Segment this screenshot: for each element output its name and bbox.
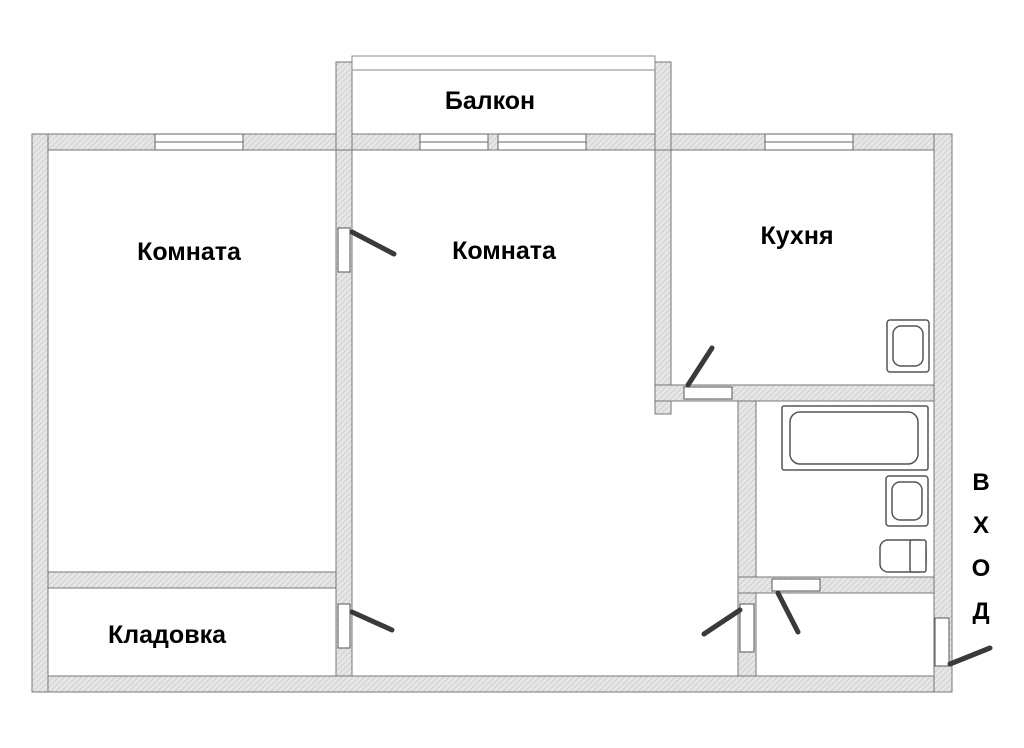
door-leaf-hall [701,607,743,637]
outer-wall-bottom [31,675,953,693]
door-leaf-storage [349,609,395,633]
door-frame-storage [337,603,351,649]
bathtub [781,405,929,471]
window-balcony-door [419,133,489,151]
room-center-label: Комната [452,237,557,265]
walls [31,61,953,693]
entrance-label: В Х О Д [972,469,991,625]
door-leaf-bathroom [775,590,801,635]
door-frame-entrance [934,617,950,667]
door-frame-hall [739,603,755,653]
wall-storage-top [47,571,337,589]
door-leaf-left-room [349,229,397,257]
doors [337,227,950,667]
entrance-letter: В [972,469,989,496]
kitchen-label: Кухня [760,222,833,250]
entrance-letter: Д [972,598,989,625]
window-left-room [154,133,244,151]
room-left-label: Комната [137,238,242,266]
bathroom-sink [885,475,929,527]
wall-bathroom-bottom [737,576,935,594]
door-frame-bathroom [771,578,821,592]
outer-wall-left [31,133,49,693]
balcony-wall-right [654,61,672,151]
wall-left-room-divider [335,149,353,677]
entrance-letter: О [972,555,991,582]
door-swings [349,229,993,667]
balcony-label: Балкон [445,87,535,115]
kitchen-sink [886,319,930,373]
fixtures [781,319,930,573]
storage-label: Кладовка [108,621,227,649]
window-center-room [497,133,587,151]
door-leaf-kitchen [685,345,715,388]
toilet [879,539,927,573]
door-frame-kitchen [683,386,733,400]
windows [154,133,854,151]
door-leaf-entrance [947,645,993,667]
balcony-rail [351,55,656,71]
door-frame-left-room [337,227,351,273]
wall-kitchen-left [654,149,672,415]
window-kitchen [764,133,854,151]
outer-wall-right [933,133,953,693]
entrance-letter: Х [973,512,989,539]
balcony-wall-left [335,61,353,151]
